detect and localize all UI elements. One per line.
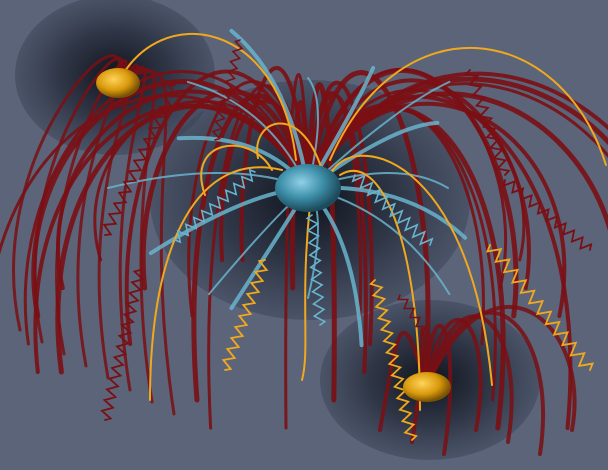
small-sphere-bottom-right [403, 372, 451, 402]
small-sphere-top-left [96, 68, 140, 98]
central-sphere [275, 164, 341, 212]
